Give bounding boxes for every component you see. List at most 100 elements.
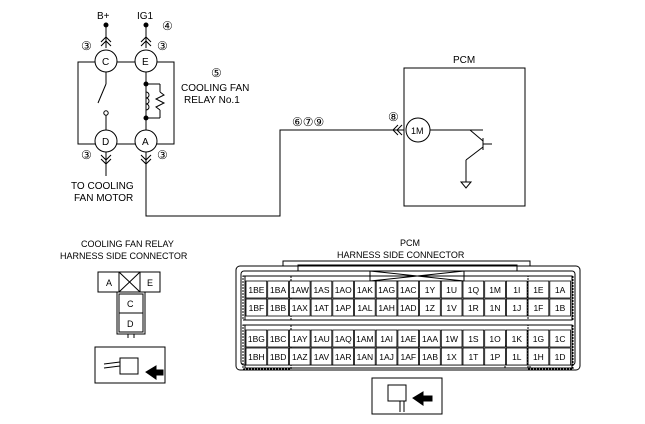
pcm-pin-cell <box>527 298 550 317</box>
relay-cell-e: E <box>147 278 153 288</box>
pcm-pin-cell <box>462 329 485 348</box>
pcm-pin-label: 1S <box>468 334 479 344</box>
pcm-pin-label: 1AV <box>314 352 330 362</box>
pcm-pin-label: 1E <box>533 285 544 295</box>
pcm-pin-cell <box>310 347 333 366</box>
pcm-pin-cell <box>527 329 550 348</box>
pcm-pin-label: 1AK <box>357 285 373 295</box>
wire-notes: ⑥⑦⑨ <box>292 115 324 129</box>
pcm-pin-cell <box>310 298 333 317</box>
pcm-pin-label: 1AE <box>400 334 416 344</box>
pcm-pin-label: 1AU <box>313 334 330 344</box>
pcm-pin-label: 1AQ <box>335 334 352 344</box>
pcm-pin-label: 1Q <box>468 285 480 295</box>
pcm-conn-title1: PCM <box>400 238 420 248</box>
relay-connector-face <box>94 271 166 384</box>
pcm-pin-label: 1P <box>490 352 501 362</box>
pcm-pin-label: 1AN <box>357 352 374 362</box>
terminal-c: C <box>102 57 109 68</box>
pcm-pin-cell <box>462 280 485 299</box>
pcm-pin-label: 1AB <box>422 352 438 362</box>
pcm-pin-cell <box>484 329 506 348</box>
pcm-pin-cell <box>310 329 333 348</box>
pcm-pin-cell <box>332 298 354 317</box>
pcm-pin-cell <box>332 329 354 348</box>
note-c: ③ <box>81 39 92 53</box>
pcm-pin-cell <box>245 280 268 299</box>
pcm-pin-label: 1AW <box>291 285 309 295</box>
pcm-pin-label: 1T <box>468 352 478 362</box>
relay-name-line1: COOLING FAN <box>181 83 249 94</box>
pcm-pin-label: 1AS <box>313 285 329 295</box>
pcm-pin-label: 1AF <box>401 352 417 362</box>
pcm-title: PCM <box>453 55 475 66</box>
pcm-pin-cell <box>397 298 419 317</box>
pcm-pin-cell <box>527 280 550 299</box>
pcm-pin-cell <box>549 298 571 317</box>
pcm-pin-cell <box>419 347 441 366</box>
pcm-pin-label: 1BB <box>270 303 286 313</box>
relay-conn-title2: HARNESS SIDE CONNECTOR <box>60 251 188 261</box>
pcm-pin-label: 1AG <box>378 285 395 295</box>
pcm-pin-cell <box>354 298 376 317</box>
pcm-pin-cell <box>527 347 550 366</box>
note-a: ③ <box>157 148 168 162</box>
pcm-pin-label: 1AZ <box>292 352 308 362</box>
pcm-pin-label: 1BF <box>249 303 265 313</box>
pcm-pin-cell <box>419 298 441 317</box>
pcm-pin-label: 1AL <box>357 303 372 313</box>
pcm-pin-cell <box>440 347 463 366</box>
pcm-pin-1m: 1M <box>411 126 424 136</box>
pcm-pin-label: 1I <box>513 285 520 295</box>
pcm-pin-label: 1AY <box>292 334 308 344</box>
pcm-pin-label: 1BC <box>270 334 287 344</box>
relay-circuit <box>77 22 404 217</box>
pcm-pin-label: 1C <box>555 334 566 344</box>
pcm-pin-cell <box>332 347 354 366</box>
pcm-pin-cell <box>267 298 289 317</box>
pcm-pin-label: 1O <box>489 334 501 344</box>
pcm-pin-label: 1AI <box>380 334 393 344</box>
pcm-pin-cell <box>267 329 289 348</box>
pcm-pin-label: 1M <box>489 285 501 295</box>
pcm-block <box>403 67 526 207</box>
pcm-pin-label: 1N <box>490 303 501 313</box>
pcm-pin-label: 1W <box>445 334 458 344</box>
pcm-pin-cell <box>549 347 571 366</box>
pcm-pin-cell <box>375 347 398 366</box>
pcm-pin-cell <box>397 347 419 366</box>
pcm-pin-cell <box>375 280 398 299</box>
pcm-pin-cell <box>484 298 506 317</box>
pcm-pin-label: 1AD <box>400 303 417 313</box>
pcm-pin-label: 1X <box>446 352 457 362</box>
pcm-pin-cell <box>419 329 441 348</box>
pcm-pin-note: ⑧ <box>388 110 399 124</box>
pcm-pin-cell <box>484 347 506 366</box>
pcm-pin-cell <box>288 347 311 366</box>
pcm-pin-label: 1AO <box>335 285 352 295</box>
pcm-pin-cell <box>245 347 268 366</box>
pcm-pin-cell <box>549 280 571 299</box>
pcm-pin-label: 1BD <box>270 352 287 362</box>
pcm-conn-title2: HARNESS SIDE CONNECTOR <box>337 250 465 260</box>
pcm-pin-label: 1BH <box>248 352 265 362</box>
fan-motor-line2: FAN MOTOR <box>74 193 133 204</box>
bplus-label: B+ <box>97 11 110 22</box>
pcm-pin-label: 1R <box>468 303 479 313</box>
pcm-pin-label: 1AH <box>378 303 395 313</box>
pcm-pin-cell <box>505 329 528 348</box>
pcm-pin-cell <box>288 280 311 299</box>
pcm-pin-label: 1H <box>533 352 544 362</box>
pcm-pin-label: 1AM <box>356 334 373 344</box>
pcm-pin-cell <box>419 280 441 299</box>
pcm-pin-label: 1BE <box>248 285 264 295</box>
pcm-pin-label: 1F <box>533 303 543 313</box>
relay-conn-title1: COOLING FAN RELAY <box>81 239 174 249</box>
pcm-pin-cell <box>505 347 528 366</box>
pcm-pin-cell <box>462 298 485 317</box>
pcm-pin-cell <box>288 329 311 348</box>
pcm-pin-label: 1K <box>512 334 523 344</box>
pcm-pin-cell <box>310 280 333 299</box>
